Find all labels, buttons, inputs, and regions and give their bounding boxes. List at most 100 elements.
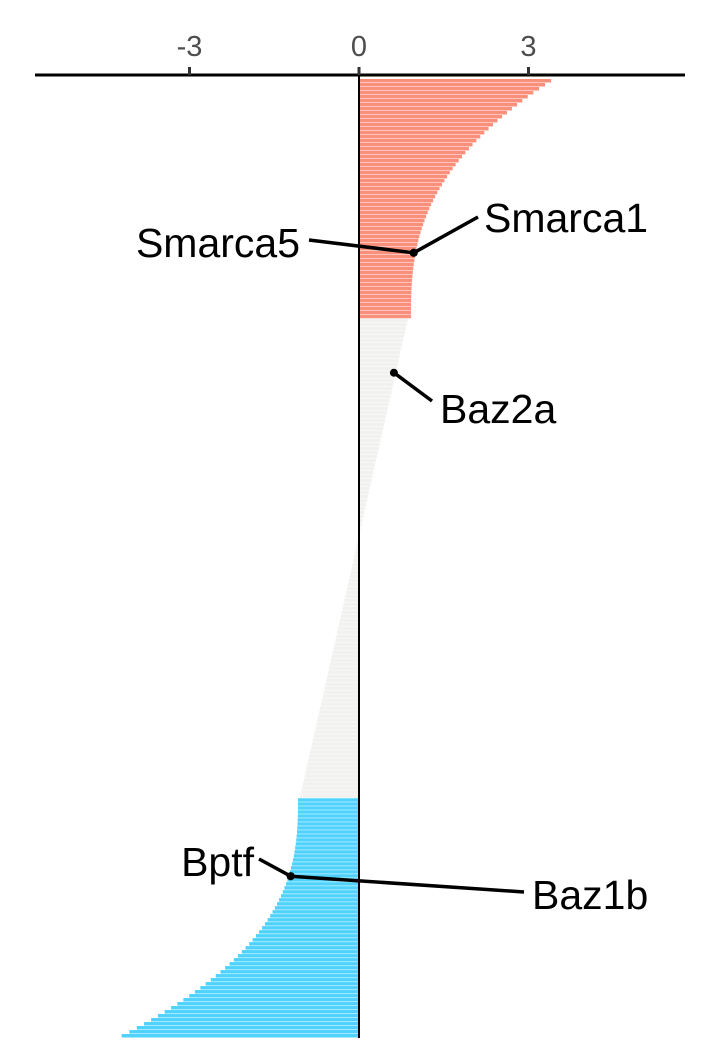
bar <box>359 382 394 387</box>
bar <box>359 446 379 451</box>
bar <box>121 1034 359 1038</box>
bar <box>297 810 359 814</box>
bar <box>359 182 442 187</box>
bar <box>272 910 359 914</box>
gene-label-baz1b: Baz1b <box>532 872 648 918</box>
bar <box>359 154 462 159</box>
bar <box>319 710 359 714</box>
bar <box>359 150 466 155</box>
bar <box>359 214 427 219</box>
bar <box>359 434 382 439</box>
bar <box>359 302 412 307</box>
bar <box>348 582 359 586</box>
bar <box>215 974 359 978</box>
bar <box>317 718 359 722</box>
bar <box>323 690 359 694</box>
x-tick-label: 3 <box>520 31 536 63</box>
bar <box>306 766 359 770</box>
bar <box>359 314 411 319</box>
bar <box>359 394 391 399</box>
bar <box>297 814 359 818</box>
bar <box>359 90 534 95</box>
bar <box>359 414 386 419</box>
bar <box>262 926 359 930</box>
bar <box>359 83 546 87</box>
bar <box>308 758 359 762</box>
bar <box>351 566 359 570</box>
bar <box>326 678 359 682</box>
bar <box>354 554 359 558</box>
highlight-point-baz2a <box>389 368 398 377</box>
bar <box>359 262 414 267</box>
bar <box>359 310 411 315</box>
bar <box>359 274 413 279</box>
bar <box>328 670 359 674</box>
bar <box>294 850 359 854</box>
bar <box>359 158 459 163</box>
bar <box>267 918 359 922</box>
bar <box>305 770 359 774</box>
bar <box>359 522 362 527</box>
bar <box>359 198 434 203</box>
bar <box>136 1026 359 1030</box>
bar <box>340 614 359 618</box>
bar <box>309 754 359 758</box>
bar <box>325 682 359 686</box>
bar <box>359 86 540 91</box>
bar <box>177 1002 359 1006</box>
highlight-point-smarca5 <box>409 248 418 257</box>
bar <box>359 318 408 323</box>
bar <box>332 650 359 654</box>
bar <box>359 406 388 411</box>
bar <box>359 238 419 243</box>
bar <box>359 298 412 303</box>
bar <box>307 762 359 766</box>
bar <box>359 210 428 215</box>
bar <box>359 358 399 363</box>
bar <box>359 278 413 283</box>
bars-group <box>121 79 552 1038</box>
leader-line-baz1b <box>290 874 525 894</box>
bar <box>359 330 405 335</box>
bar <box>359 354 400 359</box>
bar <box>296 834 359 838</box>
bar <box>359 110 507 115</box>
bar <box>359 450 378 455</box>
bar <box>336 634 359 638</box>
bar <box>359 222 424 227</box>
bar <box>320 706 359 710</box>
bar <box>359 202 432 207</box>
bar <box>359 118 498 123</box>
bar <box>233 958 359 962</box>
bar <box>279 898 359 902</box>
bar <box>318 714 359 718</box>
bar <box>312 738 359 742</box>
bar <box>359 206 430 211</box>
bar <box>297 802 359 806</box>
bar <box>337 630 359 634</box>
bar <box>359 126 489 131</box>
bar <box>291 866 359 870</box>
bar <box>151 1018 359 1022</box>
bar <box>359 510 365 515</box>
bar <box>359 490 369 495</box>
bar <box>350 570 359 574</box>
bar <box>144 1022 359 1026</box>
bar <box>304 774 359 778</box>
bar <box>210 978 359 982</box>
bar <box>330 662 359 666</box>
bar <box>359 98 523 103</box>
bar <box>353 558 359 562</box>
leader-line-smarca5 <box>308 238 414 255</box>
bar <box>338 626 359 630</box>
bar <box>356 546 359 551</box>
bar <box>359 146 469 151</box>
bar <box>341 610 359 614</box>
leader-line-smarca1 <box>412 215 479 255</box>
bar <box>359 430 383 435</box>
bar <box>343 602 359 606</box>
bar <box>259 930 359 934</box>
x-tick-label: -3 <box>177 31 203 63</box>
